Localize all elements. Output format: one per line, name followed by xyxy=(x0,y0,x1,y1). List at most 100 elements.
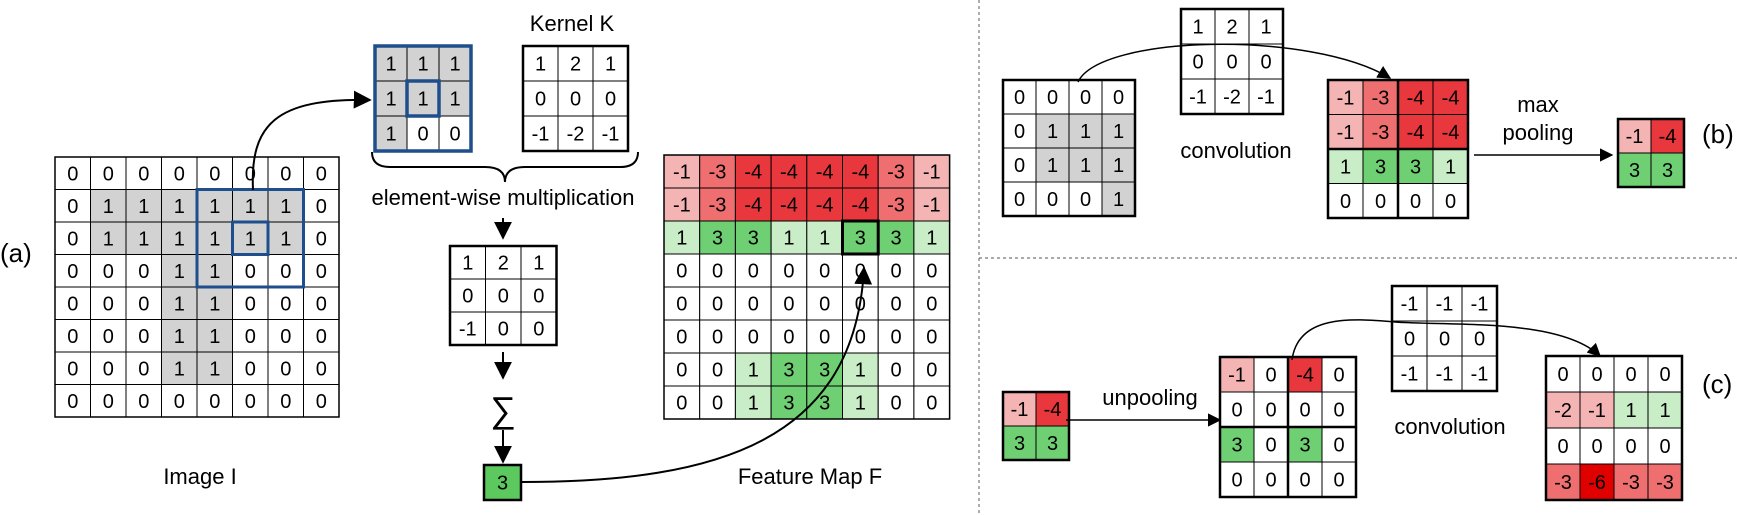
grid-cell-value: -4 xyxy=(851,195,869,217)
grid-cell-value: -1 xyxy=(673,195,691,217)
grid-cell-value: -3 xyxy=(887,162,905,184)
grid-cell-value: -4 xyxy=(1442,87,1460,109)
grid-cell-value: 1 xyxy=(103,196,114,218)
grid-cell xyxy=(1545,355,1581,393)
grid-cell-value: 0 xyxy=(103,326,114,348)
grid-cell xyxy=(54,319,91,353)
grid-cell xyxy=(1579,391,1615,429)
grid-cell-value: 0 xyxy=(67,163,78,185)
grid-cell xyxy=(1391,285,1428,322)
grid-cell-value: 0 xyxy=(1625,364,1636,386)
grid-cell-value: 1 xyxy=(280,196,291,218)
grid-cell xyxy=(1068,113,1103,149)
grid-cell xyxy=(699,319,736,354)
grid-cell xyxy=(842,187,879,222)
grid-cell xyxy=(806,286,843,321)
grid-cell-value: 0 xyxy=(1375,191,1386,213)
grid-cell-value: 0 xyxy=(712,294,723,316)
grid-cell-value: 0 xyxy=(138,391,149,413)
grid-cell-value: 1 xyxy=(1080,155,1091,177)
grid-cell-value: 1 xyxy=(1113,121,1124,143)
grid-cell xyxy=(520,278,557,313)
grid-cell xyxy=(877,352,915,387)
grid-cell-value: 1 xyxy=(1659,400,1670,422)
grid-cell xyxy=(1253,461,1289,498)
grid-cell-value: 0 xyxy=(316,391,327,413)
grid-cell-value: -1 xyxy=(602,124,620,146)
grid-cell-value: -3 xyxy=(709,162,727,184)
grid-cell xyxy=(1321,356,1357,393)
grid-cell-value: 3 xyxy=(1047,433,1058,455)
grid-cell xyxy=(1219,356,1255,393)
grid-cell xyxy=(125,286,162,320)
grid-cell xyxy=(1002,181,1037,217)
grid-cell-value: -4 xyxy=(780,195,798,217)
grid-cell-value: 1 xyxy=(1047,121,1058,143)
grid-cell-value: 3 xyxy=(783,393,794,415)
grid-cell xyxy=(1035,79,1070,115)
grid-cell-value: -1 xyxy=(1401,294,1419,316)
grid-cell-value: 0 xyxy=(890,327,901,349)
grid-cell-value: 1 xyxy=(245,196,256,218)
grid-cell-value: -1 xyxy=(1257,87,1275,109)
grid-cell-value: 1 xyxy=(926,228,937,250)
grid-cell xyxy=(125,384,162,418)
grid-cell-value: 1 xyxy=(245,228,256,250)
grid-cell-value: 0 xyxy=(712,360,723,382)
grid-cell xyxy=(877,253,915,288)
grid-cell-value: -1 xyxy=(459,319,477,341)
grid-cell-value: 1 xyxy=(174,228,185,250)
grid-border xyxy=(1616,117,1686,189)
grid-cell-value: 1 xyxy=(449,54,460,76)
grid-cell-value: 1 xyxy=(1192,17,1203,39)
grid-cell-value: 1 xyxy=(605,54,616,76)
grid-cell-value: 1 xyxy=(1625,400,1636,422)
grid-cell-value: 0 xyxy=(67,293,78,315)
grid-cell-value: 0 xyxy=(570,89,581,111)
grid-cell-value: -4 xyxy=(744,195,762,217)
grid-cell-value: -1 xyxy=(1471,364,1489,386)
arrow-result-to-feature xyxy=(521,266,873,483)
grid-cell-value: 0 xyxy=(1260,52,1271,74)
grid-border xyxy=(1001,390,1071,462)
grid-cell xyxy=(90,286,127,320)
grid-cell-value: 1 xyxy=(748,393,759,415)
grid-cell-value: 0 xyxy=(783,327,794,349)
grid-cell-value: -1 xyxy=(1337,122,1355,144)
grid-cell xyxy=(1426,320,1463,357)
grid-cell xyxy=(449,278,486,313)
grid-cell xyxy=(1647,463,1683,501)
grid-cell xyxy=(125,156,162,190)
grid-cell xyxy=(1068,147,1103,183)
grid-cell-value: 0 xyxy=(280,293,291,315)
unpooling-label: unpooling xyxy=(1102,385,1197,410)
grid-cell-value: 1 xyxy=(783,228,794,250)
grid-cell-value: 0 xyxy=(245,293,256,315)
grid-cell xyxy=(406,115,440,152)
grid-cell-value: 3 xyxy=(1231,435,1242,457)
grid-cell xyxy=(1248,43,1284,80)
grid-cell-value: 1 xyxy=(1113,189,1124,211)
grid-border xyxy=(373,44,473,153)
grid-cell-value: 0 xyxy=(676,393,687,415)
curly-brace xyxy=(371,151,639,183)
grid-cell xyxy=(1461,355,1498,392)
grid-cell xyxy=(1579,463,1615,501)
grid-cell-value: 3 xyxy=(1410,156,1421,178)
grid-cell-value: 0 xyxy=(1625,436,1636,458)
grid-cell-value: 0 xyxy=(67,261,78,283)
grid-cell-value: 2 xyxy=(498,253,509,275)
grid-cell xyxy=(1002,147,1037,183)
grid-cell-value: 0 xyxy=(1299,400,1310,422)
grid-cell xyxy=(734,286,772,321)
grid-cell-value: -4 xyxy=(1407,87,1425,109)
grid-cell-value: 0 xyxy=(280,358,291,380)
grid-cell xyxy=(699,352,736,387)
grid-cell xyxy=(267,384,304,418)
grid-cell xyxy=(1545,463,1581,501)
grid-cell xyxy=(663,352,701,387)
c-convolution-label: convolution xyxy=(1394,414,1505,439)
